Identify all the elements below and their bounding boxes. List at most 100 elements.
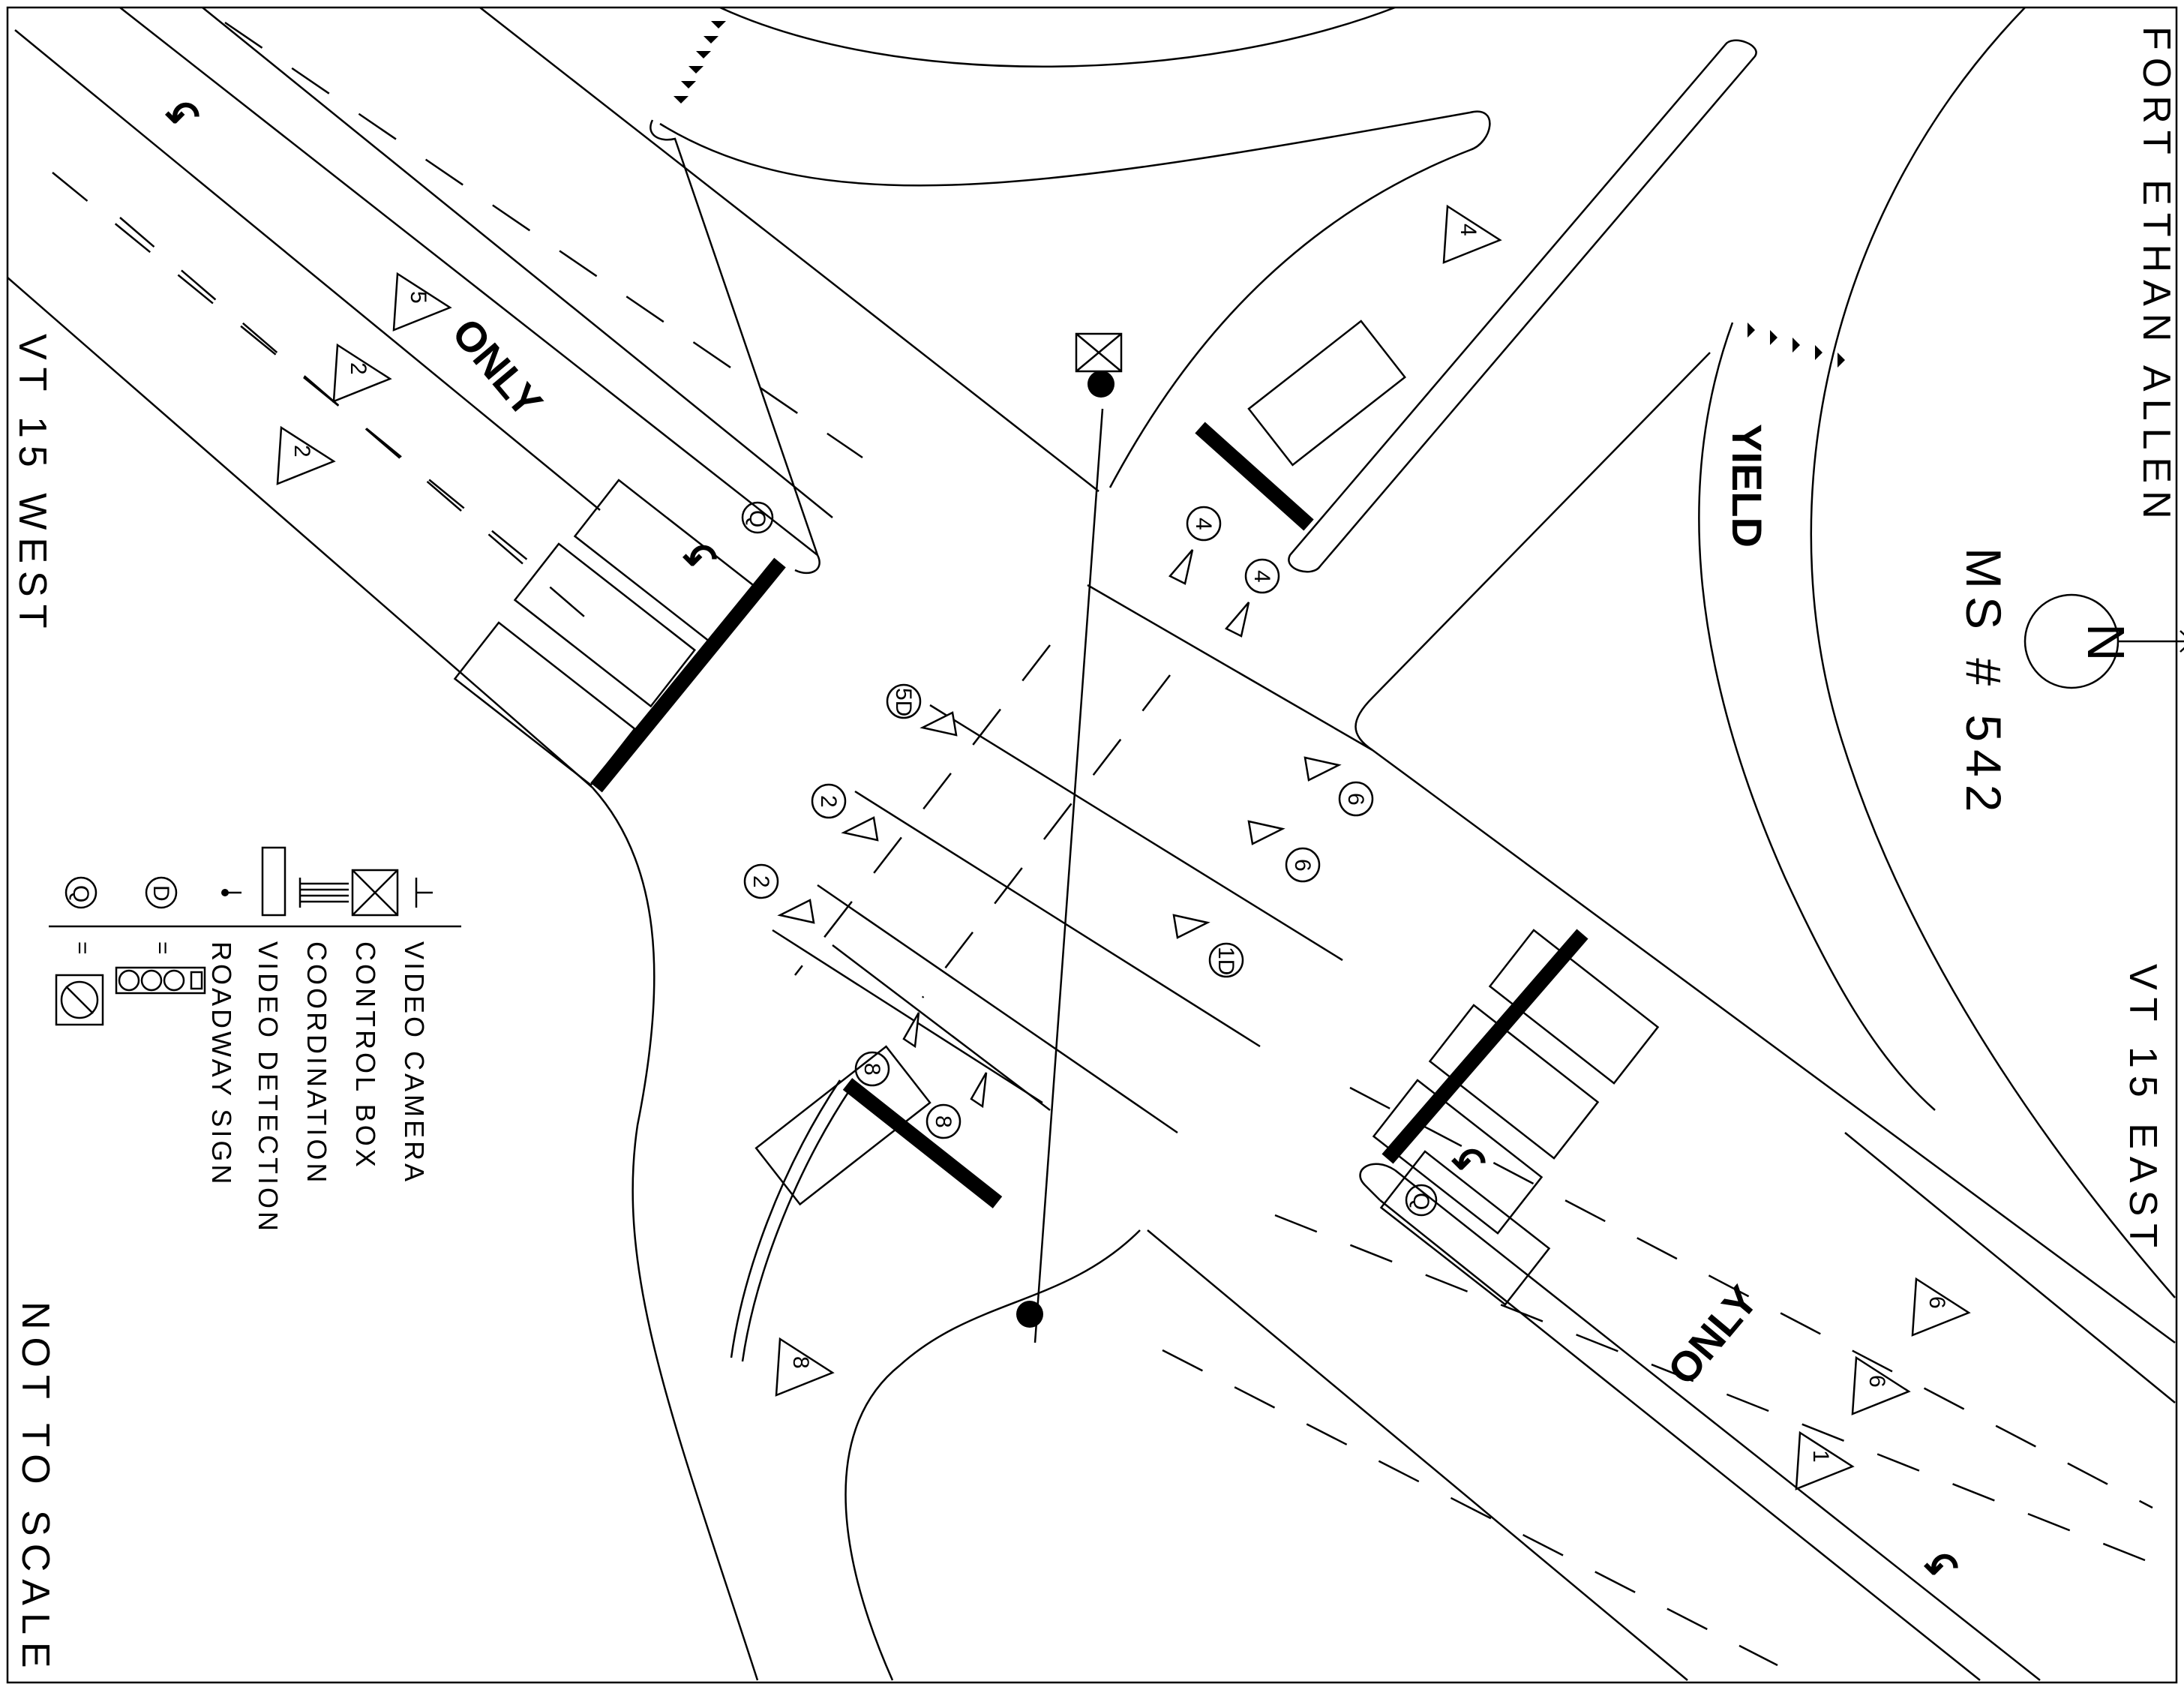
phase-triangle-6a: 6 <box>1911 1277 1971 1337</box>
sw-curb-arc-b <box>741 1087 853 1362</box>
svg-text:2: 2 <box>748 875 773 888</box>
phase-triangle-2b: 2 <box>276 425 336 485</box>
legend-video-camera-icon <box>415 878 433 908</box>
turn-arrows: ↶ ↶ ↶ ↶ <box>164 93 1959 1592</box>
svg-text:1D: 1D <box>1214 947 1238 975</box>
label-fort-ethan-allen: FORT ETHAN ALLEN <box>2134 26 2178 527</box>
signal-pole-north <box>1088 371 1114 398</box>
legend-label-video-camera: VIDEO CAMERA <box>399 941 430 1184</box>
turn-arrow-west: ↶ <box>682 536 718 583</box>
label-vt15-east: VT 15 EAST <box>2121 964 2164 1255</box>
pavement-only-nw: ONLY <box>443 309 552 426</box>
svg-text:8: 8 <box>860 1063 884 1076</box>
vt15-median-edge-west-b <box>202 7 833 518</box>
svg-text:8: 8 <box>788 1356 813 1369</box>
svg-text:6: 6 <box>1343 793 1368 806</box>
vt15-outer-edge-east <box>1844 1132 2176 1403</box>
svg-text:5D: 5D <box>891 688 916 716</box>
signal-head-8a: 8 <box>854 1051 890 1087</box>
legend-signal-head-graphic <box>115 966 206 995</box>
south-island <box>844 1229 1141 1681</box>
svg-text:D: D <box>148 885 173 902</box>
signal-head-5d: 5D <box>886 683 922 719</box>
label-ms-number: MS # 542 <box>1956 548 2012 820</box>
pavement-yield: YIELD <box>1724 424 1771 548</box>
legend-label-coordination: COORDINATION <box>302 941 332 1185</box>
legend-sign-eq: = <box>70 941 94 955</box>
legend-video-detection-icon <box>261 846 286 917</box>
phase-triangle-4: 4 <box>1442 204 1502 264</box>
vt15-south-edge-east <box>1147 1229 1688 1681</box>
vt15-north-edge-east <box>479 7 1100 492</box>
detector-lines <box>772 408 1343 1343</box>
signal-head-4a: 4 <box>1186 506 1222 542</box>
svg-text:4: 4 <box>1250 570 1274 583</box>
signal-head-8b: 8 <box>926 1103 962 1139</box>
svg-text:Q: Q <box>745 510 770 527</box>
road-edges <box>7 6 2176 1681</box>
label-vt15-west: VT 15 WEST <box>10 334 54 635</box>
svg-text:6: 6 <box>1924 1296 1949 1309</box>
svg-text:5: 5 <box>406 291 430 304</box>
stop-bar-south <box>842 1078 1003 1208</box>
phase-triangle-6b: 6 <box>1851 1355 1911 1415</box>
svg-text:2: 2 <box>346 362 370 375</box>
stop-bar-east <box>1382 929 1588 1164</box>
east-arc-outer <box>1810 7 2176 1298</box>
north-island-b <box>1288 39 1757 573</box>
phase-triangle-5: 5 <box>392 272 452 332</box>
signal-head-q-east: Q <box>1405 1184 1438 1217</box>
signal-head-q-west: Q <box>741 501 774 534</box>
legend-coordination-icon <box>298 878 349 908</box>
ne-corner <box>1354 352 1711 752</box>
signal-head-6a: 6 <box>1338 781 1374 817</box>
lane-dashes <box>52 21 2153 1667</box>
vt15-north-edge-west <box>14 29 601 511</box>
camera-arrows <box>777 549 1342 1109</box>
turn-arrow-se: ↶ <box>1923 1544 1959 1592</box>
signal-head-6b: 6 <box>1285 847 1321 883</box>
svg-text:8: 8 <box>931 1115 956 1128</box>
svg-text:Q: Q <box>68 885 93 902</box>
north-median-nose <box>650 119 820 575</box>
north-arrow: N <box>2024 593 2184 689</box>
turn-arrow-east: ↶ <box>1450 1139 1486 1187</box>
east-arc-inner <box>1698 322 1936 1111</box>
signal-head-2a: 2 <box>811 783 847 819</box>
vt15-median-edge-east-a <box>1394 1169 2041 1681</box>
svg-text:6: 6 <box>1864 1375 1889 1388</box>
label-not-to-scale: NOT TO SCALE <box>14 1301 57 1676</box>
turn-arrow-nw: ↶ <box>164 93 200 140</box>
detection-zones <box>453 320 1660 1306</box>
signal-pole-south <box>1016 1301 1043 1328</box>
stop-bars <box>590 422 1588 1208</box>
crosswalk-line-ne <box>1087 584 1373 752</box>
svg-text:4: 4 <box>1456 224 1480 236</box>
vt15-south-edge-west <box>7 277 593 788</box>
sw-curb-arc-a <box>730 1079 842 1358</box>
legend-label-roadway-sign: ROADWAY SIGN <box>206 941 237 1187</box>
phase-triangle-2a: 2 <box>332 343 392 403</box>
stop-bar-west <box>590 557 786 793</box>
signal-head-4b: 4 <box>1244 558 1280 594</box>
svg-text:4: 4 <box>1191 518 1216 530</box>
yield-teeth <box>674 21 1845 368</box>
legend-no-turn-sign-icon <box>55 974 104 1026</box>
control-box-icon <box>1075 332 1123 373</box>
phase-triangle-8: 8 <box>775 1337 835 1397</box>
north-island-a <box>659 110 1491 488</box>
stop-bar-north <box>1195 422 1314 531</box>
north-arc <box>719 6 1396 68</box>
svg-text:6: 6 <box>1290 859 1315 872</box>
svg-text:2: 2 <box>816 795 841 808</box>
vt15-median-edge-east-b <box>1379 1199 1981 1681</box>
signal-head-1d: 1D <box>1208 942 1244 978</box>
signal-head-2b: 2 <box>743 863 779 899</box>
phase-triangle-1: 1 <box>1795 1430 1855 1490</box>
legend-control-box-icon <box>351 869 399 917</box>
svg-text:2: 2 <box>290 445 314 458</box>
north-letter: N <box>2077 623 2135 662</box>
east-median-nose <box>1359 1163 1396 1201</box>
legend-label-video-detection: VIDEO DETECTION <box>253 941 284 1234</box>
